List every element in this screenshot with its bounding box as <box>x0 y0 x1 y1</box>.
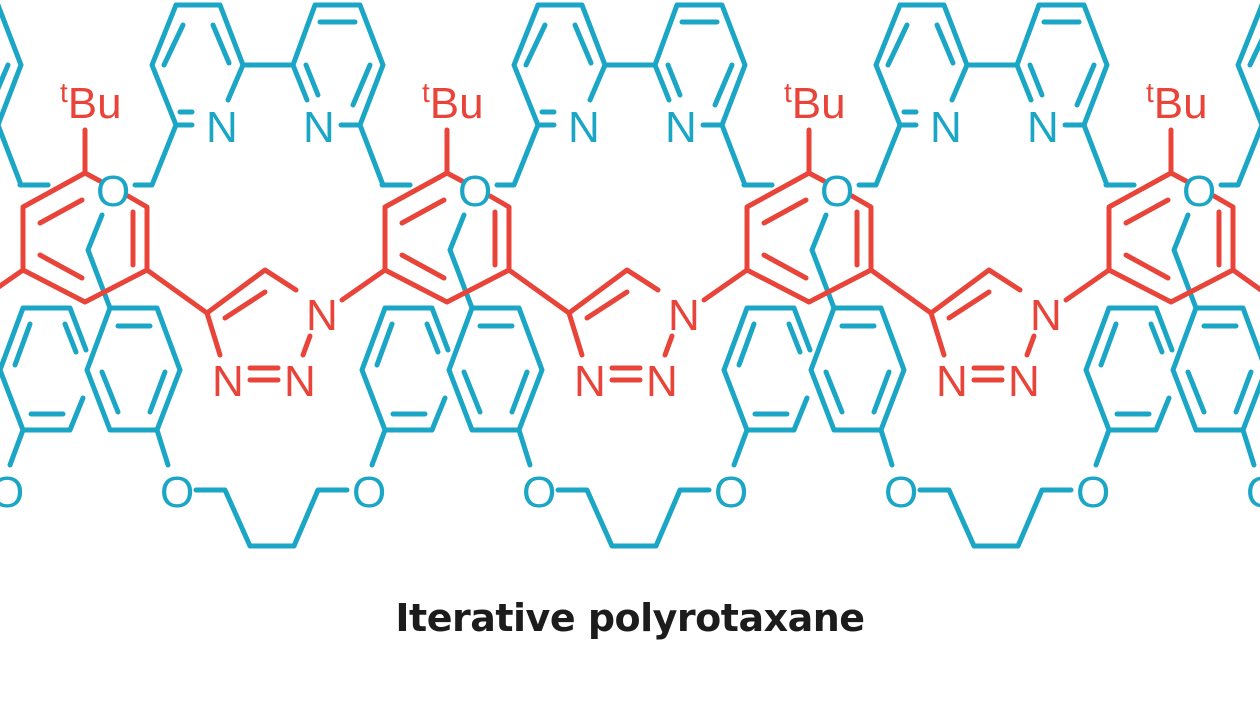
ether-chain-down <box>85 212 113 311</box>
ch2-link-right <box>1081 122 1137 188</box>
pyridine-n-left: N <box>930 103 962 152</box>
ether-o-bottom-right: O <box>1076 468 1110 517</box>
ether-o-bottom-left: O <box>160 468 194 517</box>
triazole-ring <box>204 267 313 383</box>
repeat-unit-2: N N O O O N N N tBu <box>379 2 813 549</box>
pyridine-n-right: N <box>665 103 697 152</box>
triazole-benzene-bond <box>0 267 26 290</box>
bipyridine-left-ring <box>149 2 246 128</box>
bipyridine-left-ring <box>1235 3 1260 127</box>
polyrotaxane-chain: N N O O O N N N tBu <box>0 2 1260 549</box>
tbu-benzene-ring <box>382 127 512 305</box>
ether-chain-down <box>809 212 837 311</box>
ether-o-bottom-right: O <box>0 468 24 517</box>
benzene-triazole-bond <box>868 267 934 316</box>
triazole-benzene-bond <box>339 267 388 303</box>
repeat-unit-1: N N O O O N N N tBu <box>17 2 451 549</box>
tbu-prefix: t <box>784 77 792 108</box>
ether-o-top: O <box>820 167 854 216</box>
ether-chain-down <box>447 212 475 311</box>
propylene-linker <box>917 487 1074 549</box>
figure-caption: Iterative polyrotaxane <box>395 596 865 640</box>
ether-o-bottom-right: O <box>714 468 748 517</box>
ether-o-bottom-left: O <box>1246 468 1260 517</box>
ch2-link-left <box>856 122 903 188</box>
triazole-n3: N <box>574 357 606 406</box>
tbu-text: Bu <box>792 79 846 128</box>
pyridine-n-left: N <box>568 103 600 152</box>
bipyridine-right-ring <box>1014 2 1110 128</box>
triazole-n1: N <box>306 291 338 340</box>
lower-phenyl-left <box>84 305 183 468</box>
ether-o-top: O <box>458 167 492 216</box>
tbu-label: tBu <box>1146 77 1208 128</box>
tbu-text: Bu <box>1154 79 1208 128</box>
repeat-unit-4: N N O O O N N N tBu <box>1103 3 1260 517</box>
tbu-text: Bu <box>430 79 484 128</box>
propylene-linker <box>193 487 350 549</box>
triazole-ring <box>928 267 1037 383</box>
pyridine-n-right: N <box>303 103 335 152</box>
pyridine-n-right: N <box>1027 103 1059 152</box>
bipyridine-left-ring <box>873 2 970 128</box>
propylene-linker <box>555 487 712 549</box>
ether-o-bottom-left: O <box>522 468 556 517</box>
ch2-link-left <box>1218 123 1260 188</box>
triazole-n2: N <box>284 357 316 406</box>
ether-chain-down <box>1171 212 1199 311</box>
bipyridine-left-ring <box>511 2 608 128</box>
triazole-n2: N <box>646 357 678 406</box>
tbu-label: tBu <box>422 77 484 128</box>
ch2-link-left <box>494 122 541 188</box>
triazole-benzene-bond <box>701 267 750 303</box>
pyridine-n-left: N <box>206 103 238 152</box>
triazole-n3: N <box>212 357 244 406</box>
triazole-benzene-bond <box>1063 267 1112 303</box>
ether-o-bottom-right: O <box>352 468 386 517</box>
benzene-triazole-bond <box>1230 267 1260 293</box>
tbu-benzene-ring <box>20 127 150 305</box>
lower-phenyl-right <box>1083 305 1175 468</box>
ch2-link-right <box>0 123 51 188</box>
bipyridine-right-ring <box>652 2 748 128</box>
lower-phenyl-left <box>808 305 907 468</box>
triazole-n2: N <box>1008 357 1040 406</box>
ch2-link-right <box>719 122 775 188</box>
lower-phenyl-right <box>721 305 813 468</box>
triazole-n1: N <box>668 291 700 340</box>
ether-o-top: O <box>1182 167 1216 216</box>
tbu-prefix: t <box>422 77 430 108</box>
triazole-ring <box>566 267 675 383</box>
tbu-text: Bu <box>68 79 122 128</box>
tbu-benzene-ring <box>744 127 874 305</box>
repeat-unit-3: N N O O O N N N tBu <box>741 2 1175 549</box>
benzene-triazole-bond <box>144 267 210 316</box>
tbu-prefix: t <box>60 77 68 108</box>
lower-phenyl-left <box>446 305 545 468</box>
tbu-benzene-ring <box>1106 127 1236 305</box>
ether-o-top: O <box>96 167 130 216</box>
tbu-label: tBu <box>784 77 846 128</box>
bipyridine-right-ring <box>290 2 386 128</box>
benzene-triazole-bond <box>506 267 572 316</box>
lower-phenyl-right <box>0 305 89 468</box>
bipyridine-right-ring <box>0 3 24 127</box>
tbu-label: tBu <box>60 77 122 128</box>
ch2-link-right <box>357 122 413 188</box>
lower-phenyl-right <box>359 305 451 468</box>
tbu-prefix: t <box>1146 77 1154 108</box>
triazole-n3: N <box>936 357 968 406</box>
lower-phenyl-left <box>1170 305 1260 468</box>
triazole-n1: N <box>1030 291 1062 340</box>
ether-o-bottom-left: O <box>884 468 918 517</box>
ch2-link-left <box>132 122 179 188</box>
